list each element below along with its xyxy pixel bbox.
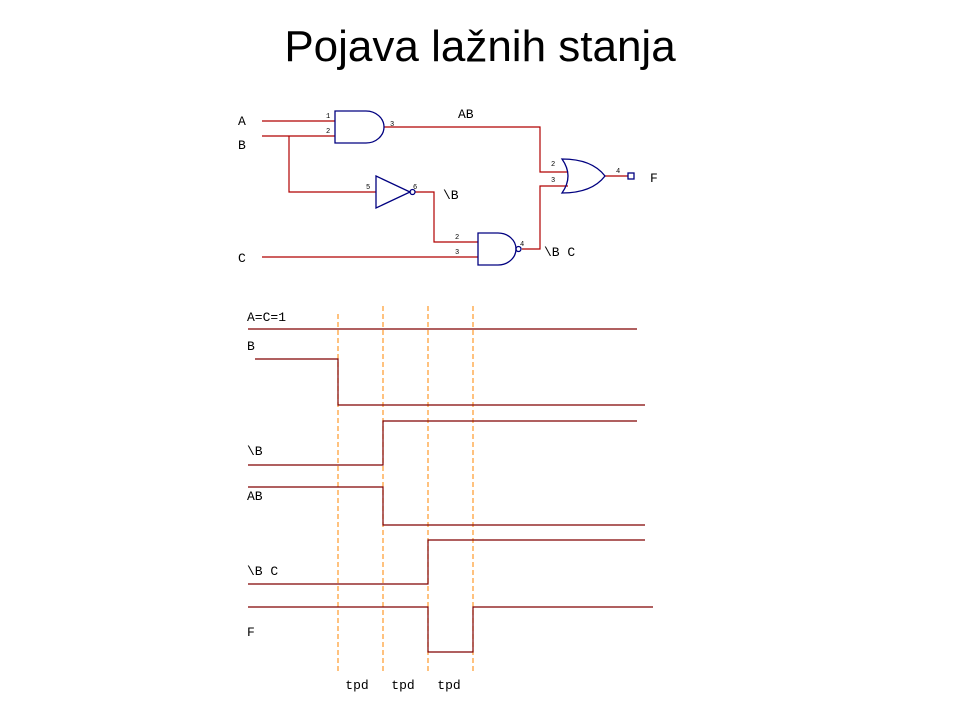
- pin-label: 4: [616, 168, 620, 176]
- input-label-a: A: [238, 114, 246, 129]
- pin-label: 4: [520, 241, 524, 249]
- wire-ab: [384, 126, 568, 173]
- pin-label: 3: [455, 249, 459, 257]
- tpd-label: tpd: [437, 678, 460, 693]
- waveform-not-b-c: [248, 539, 645, 585]
- timing-diagram: A=C=1 B \B AB \B C F tpd tpd tpd: [247, 306, 653, 693]
- pin-label: 3: [551, 177, 555, 185]
- net-label-not-b-c: \B C: [544, 245, 575, 260]
- pin-label: 3: [390, 121, 394, 129]
- pin-label: 2: [551, 161, 555, 169]
- nand-gate: [477, 232, 517, 266]
- output-label-f: F: [650, 171, 658, 186]
- inverter-bubble: [409, 188, 416, 196]
- wire-b-to-inverter: [288, 136, 376, 193]
- waveform-f: [248, 606, 653, 653]
- and-gate: [334, 110, 385, 144]
- pin-label: 2: [326, 128, 330, 136]
- signal-label-not-b: \B: [247, 444, 263, 459]
- signal-label-f: F: [247, 625, 255, 640]
- wire-not-b-c: [522, 185, 568, 250]
- input-label-b: B: [238, 138, 246, 153]
- tpd-label: tpd: [345, 678, 368, 693]
- or-gate: [560, 158, 606, 194]
- inverter-gate: [375, 174, 412, 210]
- slide-title: Pojava lažnih stanja: [284, 22, 676, 71]
- pin-label: 1: [326, 113, 330, 121]
- input-label-c: C: [238, 251, 246, 266]
- pin-label: 5: [366, 184, 370, 192]
- signal-label-ab: AB: [247, 489, 263, 504]
- wire-not-b: [415, 191, 478, 243]
- output-terminal: [627, 172, 635, 180]
- pin-label: 6: [413, 184, 417, 192]
- signal-label-not-b-c: \B C: [247, 564, 278, 579]
- net-label-not-b: \B: [443, 188, 459, 203]
- pin-label: 2: [455, 234, 459, 242]
- waveform-not-b: [248, 420, 637, 466]
- signal-label-b: B: [247, 339, 255, 354]
- waveform-ab: [248, 486, 645, 526]
- tpd-label: tpd: [391, 678, 414, 693]
- waveform-b: [255, 358, 645, 406]
- signal-label-ac: A=C=1: [247, 310, 286, 325]
- net-label-ab: AB: [458, 107, 474, 122]
- nand-bubble: [515, 245, 522, 253]
- logic-circuit: 1 2 3 5 6 2 3 4 2 3 4 A B C AB \B \B C F: [238, 107, 658, 266]
